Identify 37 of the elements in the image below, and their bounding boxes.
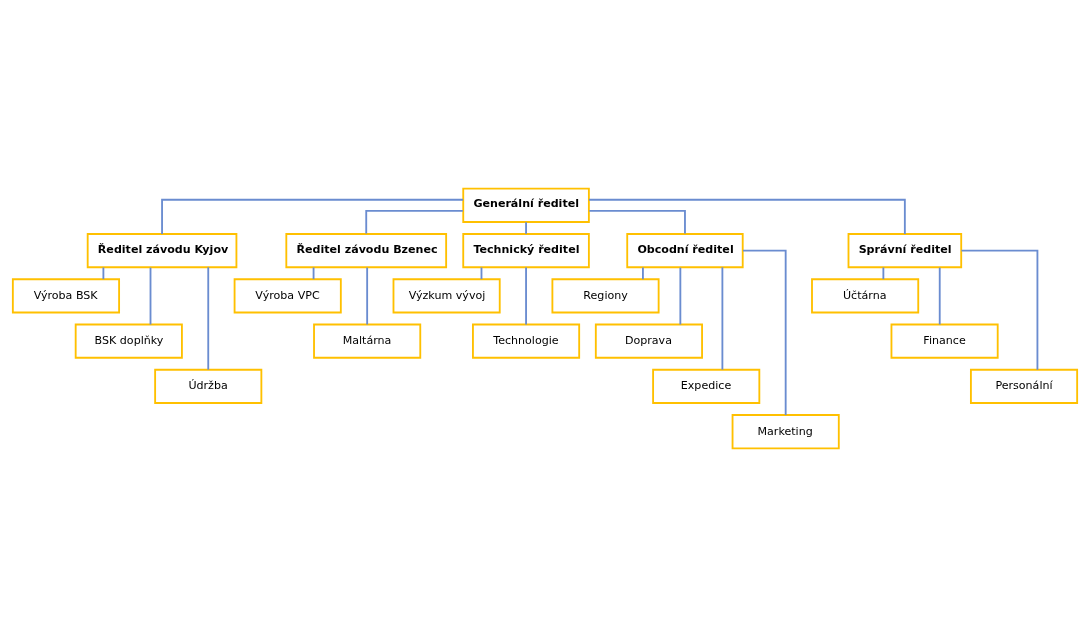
node-box: Expedice: [652, 368, 761, 404]
connector: [642, 266, 644, 280]
connector: [366, 266, 369, 325]
connector: [938, 266, 941, 325]
node-box: Účtárna: [811, 277, 920, 313]
connector: [588, 209, 686, 234]
node-box: Technologie: [472, 323, 581, 359]
node-box: Marketing: [731, 413, 840, 449]
node-box: Výroba BSK: [11, 277, 120, 313]
connector: [679, 266, 682, 325]
node-box: Údržba: [154, 368, 263, 404]
node-box: Ředitel závodu Bzenec: [285, 232, 448, 268]
node-box: Personální: [970, 368, 1079, 404]
connector: [721, 265, 724, 371]
connector: [588, 198, 906, 235]
connector: [882, 266, 885, 280]
connector: [161, 198, 464, 235]
node-box: Obcodní ředitel: [626, 232, 744, 268]
node-box: BSK doplňky: [74, 323, 183, 359]
node-box: Generální ředitel: [462, 187, 590, 223]
connector: [149, 266, 152, 325]
node-box: Výzkum vývoj: [392, 277, 501, 313]
connector: [525, 220, 527, 235]
node-box: Maltárna: [313, 323, 422, 359]
connector: [102, 266, 105, 280]
node-box: Regiony: [551, 277, 660, 313]
node-box: Výroba VPC: [233, 277, 342, 313]
connector: [742, 249, 787, 416]
connector: [207, 265, 210, 371]
connector: [525, 266, 527, 325]
node-box: Finance: [890, 323, 999, 359]
connector: [960, 249, 1039, 371]
node-box: Doprava: [594, 323, 703, 359]
node-box: Ředitel závodu Kyjov: [86, 232, 238, 268]
node-box: Správní ředitel: [847, 232, 963, 268]
node-box: Technický ředitel: [462, 232, 590, 268]
connector: [365, 209, 464, 234]
